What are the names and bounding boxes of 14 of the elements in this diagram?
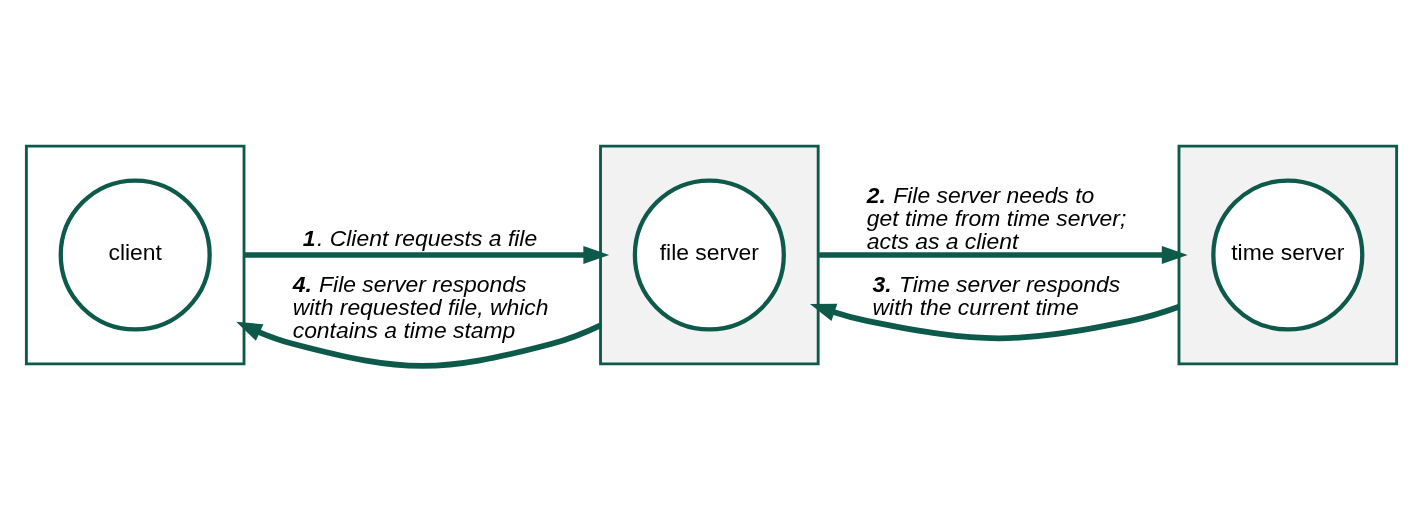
- edge-label: 4. File server responds with requested file, which contains a time stamp: [292, 270, 549, 343]
- edge-label: 1. Client requests a file: [302, 224, 538, 251]
- arrow: [236, 321, 602, 369]
- node-circle: file server: [632, 177, 786, 332]
- arrow: [818, 245, 1188, 264]
- cluster: [1177, 144, 1399, 365]
- edge-label: 2. File server needs to get time from time server; acts as a client: [866, 181, 1127, 254]
- arrow: [809, 303, 1180, 341]
- arrow: [244, 245, 610, 264]
- edge-label: 3. Time server responds with the current time: [872, 270, 1121, 320]
- cluster: [24, 144, 246, 365]
- node-circle: time server: [1211, 177, 1365, 332]
- cluster: [599, 144, 820, 365]
- node-circle: client: [58, 177, 212, 332]
